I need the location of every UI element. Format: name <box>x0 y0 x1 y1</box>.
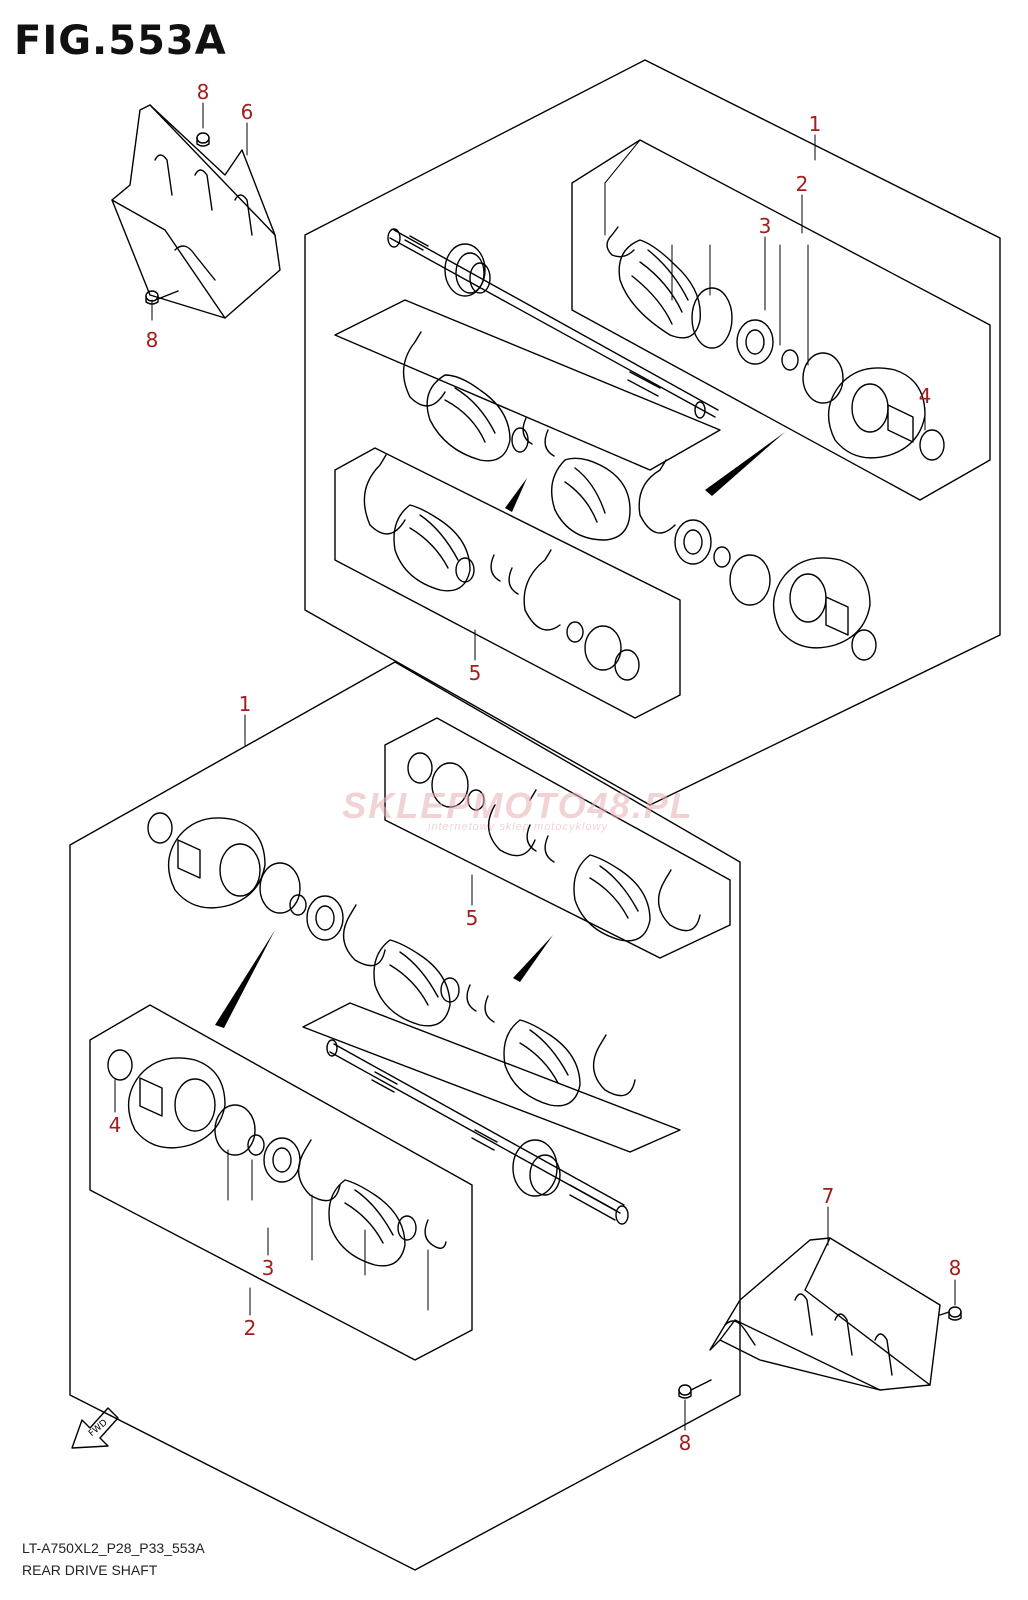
callout-8: 8 <box>196 80 210 104</box>
lower-assembly-outline <box>69 661 741 1571</box>
bolt-8-left <box>145 290 179 305</box>
callout-4: 4 <box>918 384 932 408</box>
upper-boot-kit-parts <box>363 454 640 681</box>
figure-name: REAR DRIVE SHAFT <box>22 1562 158 1578</box>
callout-2: 2 <box>243 1316 257 1340</box>
fwd-arrow-icon <box>71 1407 119 1449</box>
callout-8: 8 <box>145 328 159 352</box>
callout-8: 8 <box>678 1431 692 1455</box>
upper-shaft-panel <box>334 299 721 471</box>
callout-1: 1 <box>238 692 252 716</box>
figure-code: LT-A750XL2_P28_P33_553A <box>22 1540 205 1556</box>
assembly-arrows <box>215 432 785 1028</box>
figure-title: FIG.553A <box>14 18 227 64</box>
lower-outer-joint-set-outline <box>89 1004 473 1361</box>
upper-outer-joint-set-outline <box>571 139 991 501</box>
bolt-8-right <box>939 1306 962 1321</box>
callout-1: 1 <box>808 112 822 136</box>
upper-outer-joint-parts <box>606 226 945 461</box>
upper-drive-shaft <box>387 228 719 419</box>
lower-drive-shaft <box>326 1039 629 1225</box>
leader-lines <box>114 102 956 1431</box>
upper-boot-kit-outline <box>334 447 681 719</box>
lower-inboard-joint-parts <box>147 812 636 1107</box>
bolt-8-bottom <box>678 1379 712 1399</box>
callout-3: 3 <box>261 1256 275 1280</box>
upper-assembly-outline <box>304 59 1001 806</box>
lower-boot-kit-parts <box>407 752 701 942</box>
callout-2: 2 <box>795 172 809 196</box>
callout-5: 5 <box>465 906 479 930</box>
lower-boot-kit-outline <box>384 717 731 959</box>
fwd-label: FWD <box>87 1418 110 1439</box>
callout-7: 7 <box>821 1184 835 1208</box>
bracket-6 <box>111 104 281 319</box>
bracket-7 <box>709 1237 941 1391</box>
bolt-8-upper <box>196 132 210 147</box>
callout-4: 4 <box>108 1113 122 1137</box>
callout-5: 5 <box>468 661 482 685</box>
callout-8: 8 <box>948 1256 962 1280</box>
lower-shaft-panel <box>302 1002 681 1153</box>
callout-3: 3 <box>758 214 772 238</box>
upper-inboard-joint-parts <box>402 331 877 661</box>
lower-outer-joint-parts <box>107 1049 447 1267</box>
callout-6: 6 <box>240 100 254 124</box>
